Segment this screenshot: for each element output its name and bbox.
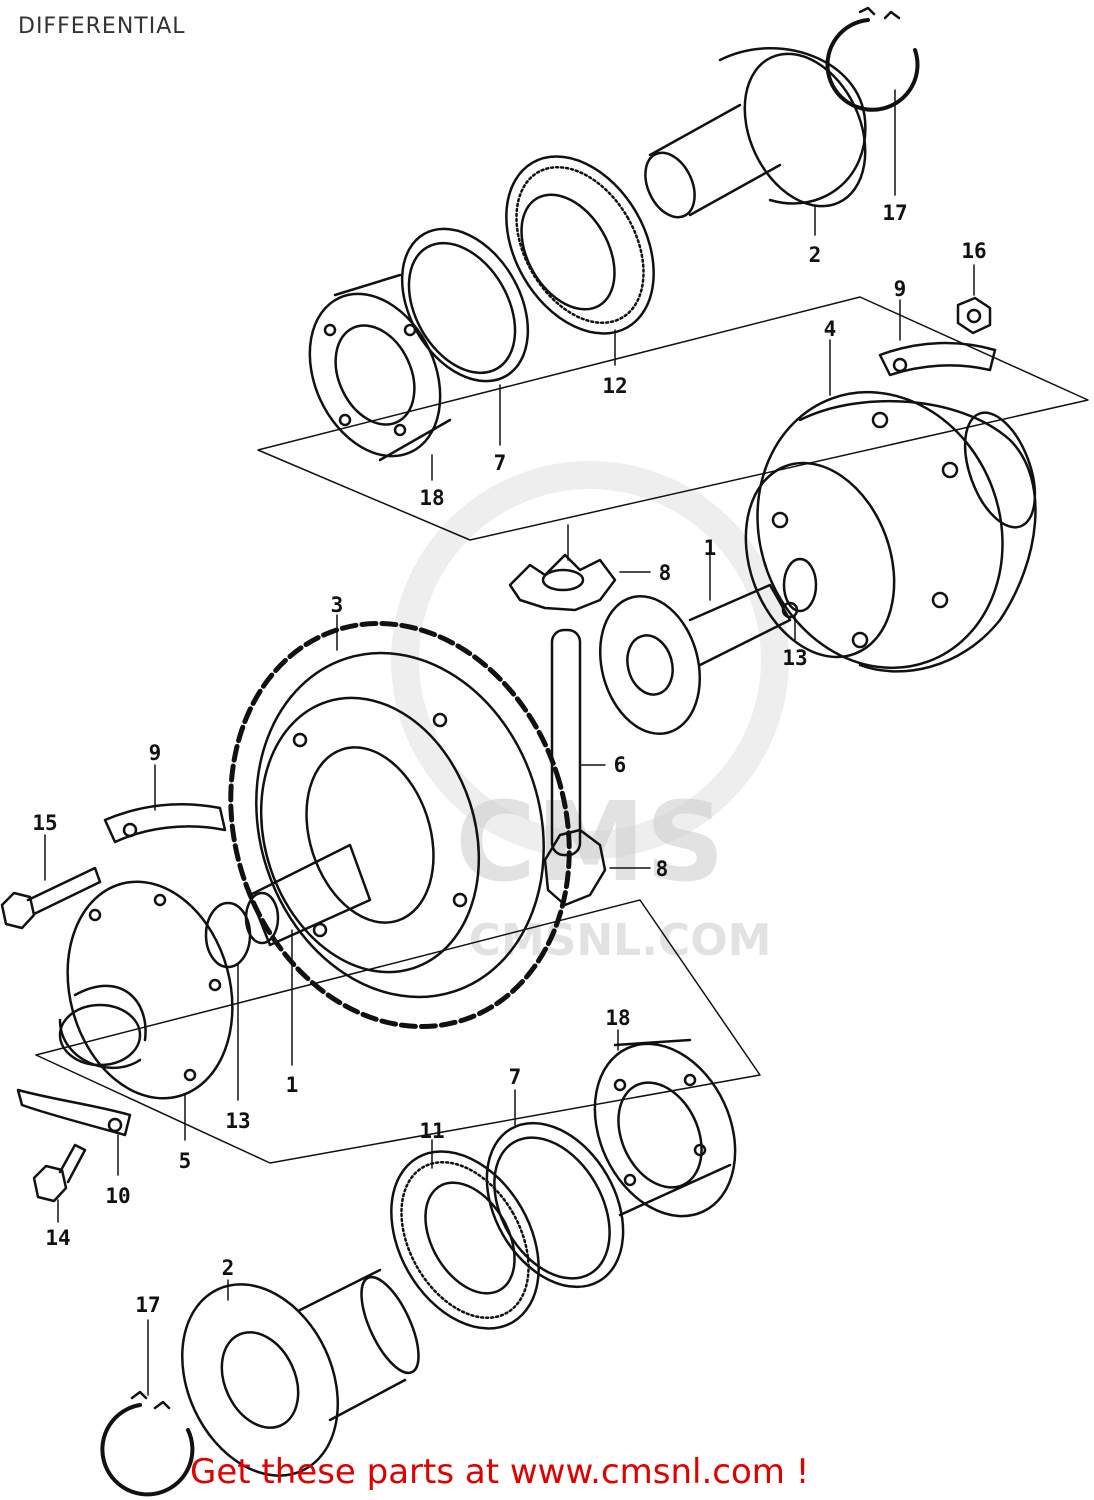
o-ring-right: [782, 557, 818, 641]
callout-17-top: 17: [882, 201, 907, 225]
callout-1-top: 1: [704, 536, 717, 560]
callout-18-bottom: 18: [605, 1006, 630, 1030]
ring-gear: [228, 614, 572, 1030]
upper-assembly-frame: [257, 296, 1089, 541]
callout-6: 6: [614, 753, 627, 777]
circlip-bottom: [100, 1319, 195, 1497]
callout-10: 10: [105, 1184, 130, 1208]
o-ring-bottom: [204, 901, 252, 1101]
flange-top: [644, 46, 867, 236]
pinion-gear-bottom: [543, 828, 651, 907]
bearing-bottom: [593, 1029, 737, 1218]
lock-plate-top: [878, 299, 997, 377]
bolt-15: [0, 834, 102, 930]
callout-14: 14: [45, 1226, 70, 1250]
callout-2-top: 2: [809, 243, 822, 267]
callout-8-top: 8: [659, 561, 672, 585]
pinion-gear-top: [508, 524, 651, 612]
callout-1-bottom: 1: [286, 1073, 299, 1097]
callout-3: 3: [331, 593, 344, 617]
callout-5: 5: [179, 1149, 192, 1173]
callout-12: 12: [602, 374, 627, 398]
callout-8-bottom: 8: [656, 857, 669, 881]
spline-shaft-bottom: [244, 843, 372, 1066]
callout-17-bottom: 17: [135, 1293, 160, 1317]
callout-13-right: 13: [782, 646, 807, 670]
nut-16: [956, 264, 992, 335]
promo-link[interactable]: Get these parts at www.cmsnl.com !: [190, 1452, 810, 1492]
bolt-14: [32, 1143, 87, 1223]
flange-bottom: [181, 1268, 420, 1477]
callout-2-bottom: 2: [222, 1256, 235, 1280]
callout-9-top: 9: [894, 277, 907, 301]
lock-plate-10: [16, 1088, 132, 1176]
watermark-logo-text: CMS: [455, 778, 724, 906]
callout-7-top: 7: [494, 451, 507, 475]
watermark: CMS CMSNL.COM: [391, 461, 789, 966]
circlip-top: [825, 6, 920, 196]
oil-seal-12: [505, 155, 655, 366]
shim-top: [400, 227, 530, 446]
callout-18-top: 18: [419, 486, 444, 510]
callout-16: 16: [961, 239, 986, 263]
flange-5: [58, 880, 234, 1141]
callout-4: 4: [824, 317, 837, 341]
differential-case: [744, 339, 1037, 673]
lower-assembly-frame: [35, 899, 761, 1164]
callout-7-bottom: 7: [509, 1065, 522, 1089]
callout-labels: 17 2 16 9 4 12 7 18 8 1 13 3 6 9 15 8 1 …: [32, 201, 986, 1317]
watermark-site-text: CMSNL.COM: [469, 915, 772, 966]
callout-15: 15: [32, 811, 57, 835]
lock-plate-left: [103, 764, 227, 844]
bearing-top: [308, 273, 452, 481]
pinion-shaft: [550, 628, 606, 857]
diagram-title: DIFFERENTIAL: [18, 14, 186, 39]
side-gear-top: [598, 544, 792, 735]
callout-13-bottom: 13: [225, 1109, 250, 1133]
oil-seal-11: [390, 1139, 540, 1330]
callout-11: 11: [419, 1119, 444, 1143]
callout-9-left: 9: [149, 741, 162, 765]
